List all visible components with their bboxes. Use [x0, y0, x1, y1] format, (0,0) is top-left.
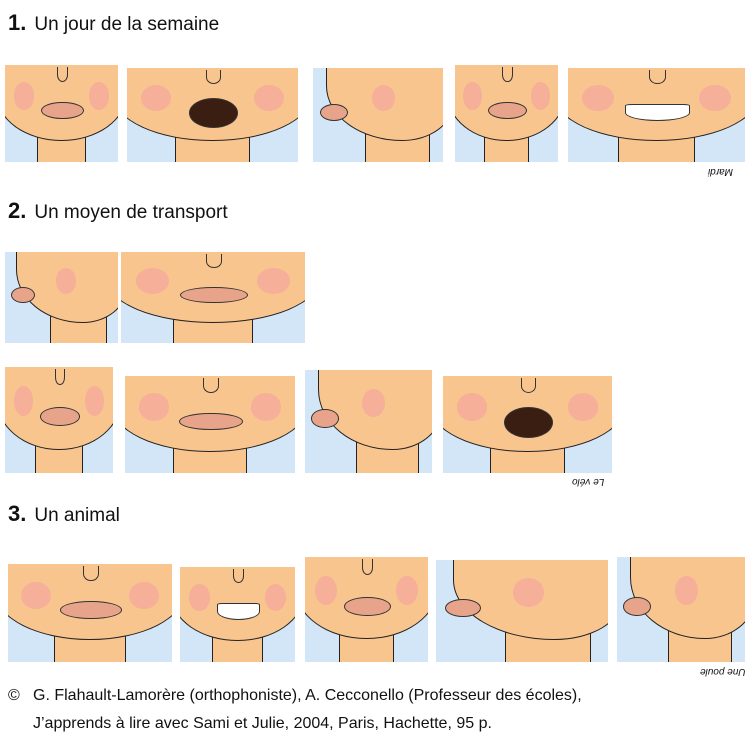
mouth-illustration	[121, 252, 305, 343]
mouth-illustration	[125, 376, 295, 473]
section-title: Un animal	[34, 505, 120, 526]
face-part	[10, 286, 36, 304]
face-part	[21, 581, 51, 610]
mouth-illustration	[617, 557, 745, 662]
mouth-illustration	[305, 370, 432, 473]
face-part	[56, 66, 68, 82]
face-part	[83, 565, 99, 581]
face-part	[344, 596, 391, 616]
face-part	[456, 393, 487, 421]
face-part	[88, 82, 109, 110]
section-1-heading: 1. Un jour de la semaine	[8, 10, 219, 36]
face-part	[520, 377, 537, 393]
section-title: Un jour de la semaine	[34, 14, 220, 35]
face-part	[135, 268, 169, 294]
mouth-illustration	[127, 68, 298, 162]
face-part	[568, 393, 599, 421]
face-part	[513, 578, 545, 607]
face-part	[205, 253, 223, 268]
face-part	[674, 575, 698, 606]
face-part	[55, 268, 77, 294]
face-part	[189, 584, 210, 611]
face-part	[698, 84, 731, 112]
face-part	[362, 388, 385, 418]
section-number: 3.	[8, 501, 27, 526]
face-part	[41, 101, 84, 120]
face-part	[582, 84, 615, 112]
face-part	[39, 407, 81, 427]
answer-caption-3: Une poule	[700, 666, 746, 677]
face-part	[502, 66, 513, 82]
mouth-illustration	[180, 567, 295, 662]
citation-line-2: J’apprends à lire avec Sami et Julie, 20…	[33, 715, 492, 732]
face-part	[257, 268, 291, 294]
face-part	[314, 575, 337, 606]
face-part	[13, 386, 34, 416]
face-part	[14, 82, 35, 110]
mouth-illustration	[5, 65, 118, 162]
mouth-illustration	[313, 68, 443, 162]
face-part	[188, 98, 239, 129]
answer-caption-2: Le vélo	[572, 476, 605, 487]
face-part	[138, 393, 170, 421]
face-part	[319, 103, 348, 121]
citation-line-1: G. Flahault-Lamorère (orthophoniste), A.…	[33, 687, 582, 704]
face-part	[216, 603, 261, 621]
mouth-illustration	[8, 564, 172, 662]
face-part	[60, 601, 122, 619]
mouth-illustration	[568, 68, 745, 162]
face-part	[463, 82, 482, 110]
face-part	[487, 101, 528, 120]
face-part	[311, 409, 339, 428]
mouth-illustration	[305, 557, 428, 662]
face-part	[250, 393, 282, 421]
face-part	[649, 69, 666, 85]
face-part	[232, 568, 245, 584]
copyright-icon: ©	[8, 687, 20, 704]
face-part	[84, 386, 105, 416]
section-3-heading: 3. Un animal	[8, 501, 120, 527]
face-part	[265, 584, 286, 611]
face-part	[371, 84, 395, 112]
mouth-illustration	[455, 65, 558, 162]
face-part	[140, 84, 172, 112]
mouth-illustration	[5, 367, 113, 473]
section-number: 2.	[8, 198, 27, 223]
face-part	[129, 581, 159, 610]
section-number: 1.	[8, 10, 27, 35]
section-title: Un moyen de transport	[34, 202, 228, 223]
section-2-heading: 2. Un moyen de transport	[8, 198, 228, 224]
face-part	[205, 69, 222, 85]
face-part	[624, 103, 691, 121]
face-part	[503, 407, 554, 439]
face-part	[179, 286, 249, 304]
face-part	[253, 84, 285, 112]
mouth-illustration	[5, 252, 118, 343]
mouth-illustration	[436, 560, 608, 662]
citation: © G. Flahault-Lamorère (orthophoniste), A…	[8, 682, 582, 738]
face-part	[531, 82, 550, 110]
face-part	[623, 596, 651, 616]
answer-caption-1: Mardi	[708, 166, 734, 177]
face-part	[179, 412, 243, 431]
face-part	[203, 377, 219, 393]
face-part	[361, 559, 374, 575]
mouth-illustration	[443, 376, 612, 473]
face-part	[444, 598, 481, 618]
face-part	[54, 369, 66, 385]
face-part	[396, 575, 419, 606]
